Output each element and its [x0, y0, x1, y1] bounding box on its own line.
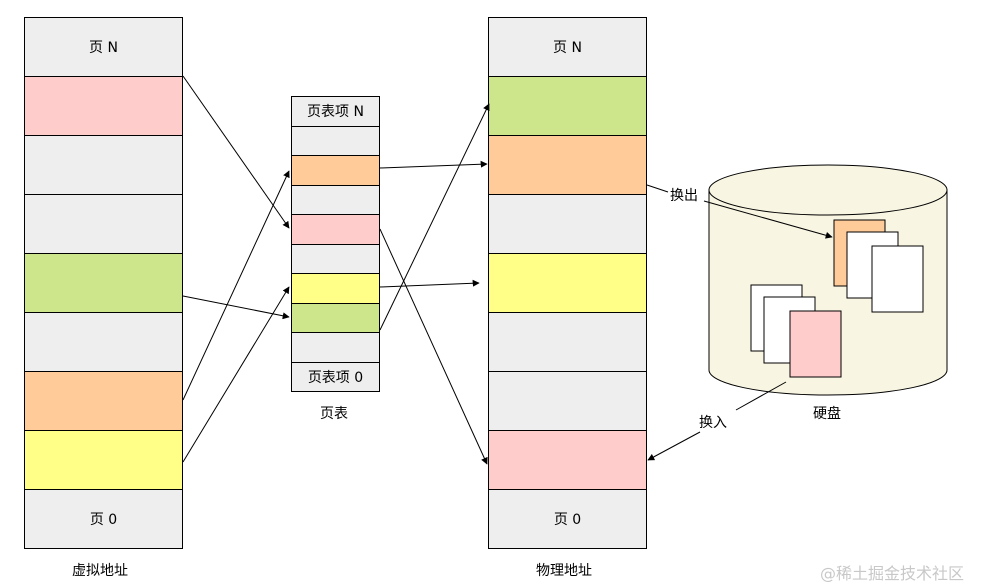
watermark: @稀土掘金技术社区 — [820, 564, 965, 583]
physical-address-label: 物理地址 — [536, 563, 592, 579]
page-table-entry-cell — [291, 184, 380, 215]
physical-page-cell — [488, 253, 647, 313]
disk-page-pink — [789, 310, 842, 378]
disk-pages-swapped-out — [833, 219, 924, 313]
arrow-pt-green-to-phys — [379, 103, 490, 331]
virtual-page-cell — [24, 371, 183, 431]
physical-page-cell — [488, 371, 647, 431]
arrow-swap-in-2 — [647, 431, 701, 461]
virtual-page-cell — [24, 430, 183, 490]
physical-page-bottom-cell: 页 0 — [488, 489, 647, 549]
arrow-pt-orange-to-phys — [379, 160, 488, 169]
virtual-page-cell — [24, 312, 183, 372]
arrow-virtual-yellow-to-pt — [182, 286, 290, 463]
arrow-swap-out-2 — [703, 200, 833, 239]
disk-label: 硬盘 — [813, 406, 841, 422]
arrow-virtual-green-to-pt — [182, 295, 290, 320]
physical-page-cell — [488, 430, 647, 490]
page-table-entry-cell — [291, 273, 380, 304]
arrow-pt-yellow-to-phys — [379, 279, 480, 288]
virtual-page-cell — [24, 135, 183, 195]
page-table-entry-cell — [291, 302, 380, 333]
swap-in-label: 换入 — [699, 415, 727, 431]
page-table-label: 页表 — [320, 406, 348, 422]
page-table-entry-top-cell: 页表项 N — [291, 96, 380, 127]
page-table-entry-cell — [291, 214, 380, 245]
disk-pages-swap-in — [750, 284, 842, 378]
arrow-swap-in — [735, 381, 787, 411]
swap-out-label: 换出 — [670, 188, 698, 204]
virtual-page-bottom-cell: 页 0 — [24, 489, 183, 549]
virtual-page-cell — [24, 194, 183, 254]
disk-page-white — [871, 245, 924, 313]
virtual-address-label: 虚拟地址 — [72, 563, 128, 579]
arrow-pt-pink-to-phys — [379, 228, 488, 465]
virtual-page-top-cell: 页 N — [24, 17, 183, 77]
page-table-entry-bottom-cell: 页表项 0 — [291, 361, 380, 392]
arrow-swap-out — [646, 184, 669, 193]
arrow-virtual-orange-to-pt — [182, 170, 290, 401]
arrow-virtual-pink-to-pt — [182, 75, 290, 229]
physical-page-cell — [488, 135, 647, 195]
